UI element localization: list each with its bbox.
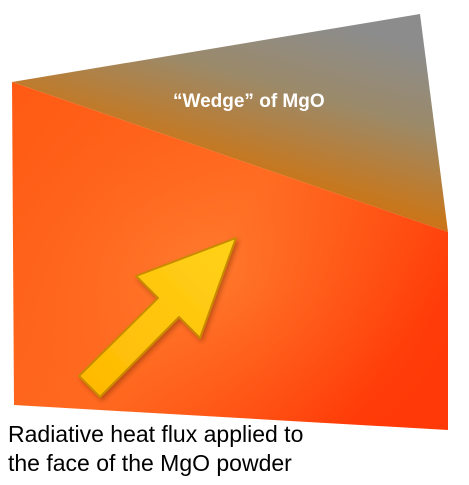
caption-line-2: the face of the MgO powder [8, 450, 292, 476]
caption: Radiative heat flux applied to the face … [8, 420, 463, 478]
heat-flux-arrow-icon [78, 237, 237, 398]
wedge-label: “Wedge” of MgO [173, 91, 325, 112]
caption-line-1: Radiative heat flux applied to [8, 421, 304, 447]
wedge-top-face [12, 14, 448, 232]
